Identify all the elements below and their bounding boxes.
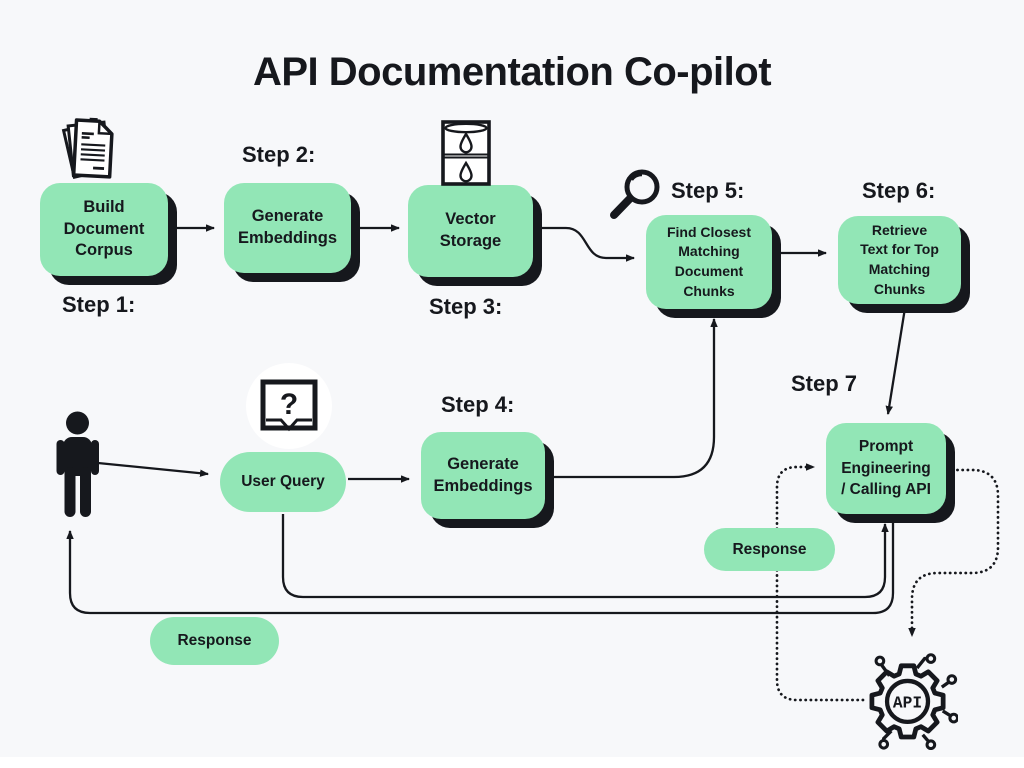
response-right-node: Response (704, 528, 835, 571)
edge-step6-step7 (885, 307, 907, 415)
question-icon: ? (246, 363, 332, 449)
user-query-node: User Query (220, 452, 346, 512)
edge-step4-step5 (547, 318, 718, 479)
edge-step3-step5 (534, 226, 635, 262)
step6-node: Retrieve Text for Top Matching Chunks (838, 216, 961, 304)
response-left-node: Response (150, 617, 279, 665)
step2-label: Step 2: (242, 142, 316, 167)
api-gear-icon: API (858, 650, 958, 750)
step7-node: Prompt Engineering / Calling API (826, 423, 946, 514)
step1-label: Step 1: (62, 292, 136, 317)
step4-node: Generate Embeddings (421, 432, 545, 519)
edge-userquery-step7 (281, 514, 889, 599)
step1-node: Build Document Corpus (40, 183, 168, 276)
step6-label: Step 6: (862, 178, 936, 203)
edge-user-userquery (97, 461, 209, 477)
question-mark-glyph: ? (280, 388, 298, 421)
person-icon (48, 410, 108, 524)
step5-node: Find Closest Matching Document Chunks (646, 215, 772, 309)
step5-label: Step 5: (671, 178, 745, 203)
edge-api-step7-dotted (775, 463, 865, 702)
edge-step7-user-response (66, 516, 895, 615)
vector-storage-barrel-icon (440, 116, 492, 190)
step2-node: Generate Embeddings (224, 183, 351, 273)
step7-label: Step 7 (791, 371, 858, 396)
step3-node: Vector Storage (408, 185, 533, 277)
api-gear-label: API (893, 695, 922, 713)
magnifier-icon (606, 166, 664, 228)
step3-label: Step 3: (429, 294, 503, 319)
documents-icon (56, 112, 128, 186)
page-title: API Documentation Co-pilot (252, 50, 772, 94)
bottom-margin (0, 757, 1024, 768)
step4-label: Step 4: (441, 392, 515, 417)
